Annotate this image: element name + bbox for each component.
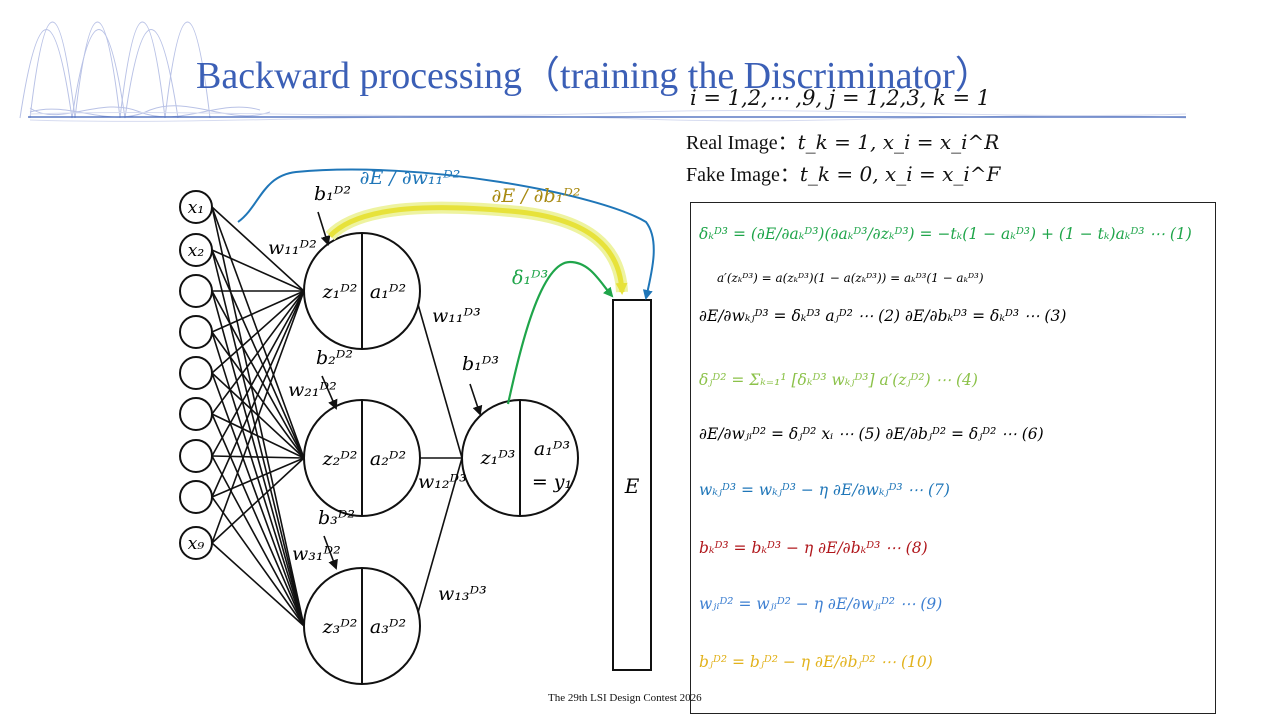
- bias-gradient-arrow: [328, 205, 628, 295]
- input-hidden-connection: [211, 290, 305, 333]
- input-hidden-connection: [211, 290, 305, 544]
- delta-label: δ₁ᴰ³: [512, 267, 548, 289]
- equation-4: δⱼᴰ² = Σₖ₌₁¹ [δₖᴰ³ wₖⱼᴰ³] a′(zⱼᴰ²) ⋯ (4): [699, 371, 978, 389]
- output-bias-arrow: [469, 383, 483, 416]
- output-z-label: z₁ᴰ³: [480, 447, 516, 469]
- input-hidden-connection: [211, 331, 305, 627]
- decorative-wave-pattern: [19, 21, 1187, 122]
- discriminator-network-diagram: E x₁ x₂ x₉ z₁ᴰ² a₁ᴰ² z₂ᴰ² a₂ᴰ² z₃ᴰ² a₃ᴰ² z₁ᴰ³ a…: [179, 167, 655, 685]
- index-line: i = 1,2,⋯ ,9, j = 1,2,3, k = 1: [690, 86, 991, 110]
- bias1-label: b₁ᴰ²: [314, 183, 351, 205]
- input-hidden-connection: [211, 542, 305, 627]
- real-image-condition: Real Image：t_k = 1, x_i = x_i^R: [686, 126, 999, 155]
- hidden-output-connection: [413, 457, 463, 627]
- weight-w12-d3-label: w₁₂ᴰ³: [418, 471, 467, 493]
- bias1-arrow: [317, 211, 331, 246]
- footer-text: The 29th LSI Design Contest 2026: [548, 692, 702, 704]
- delta-arrow: [506, 260, 614, 405]
- input-label: x₉: [188, 534, 205, 554]
- input-hidden-connection: [211, 496, 305, 627]
- weight-gradient-arrow: [237, 168, 655, 300]
- fake-image-math: t_k = 0, x_i = x_i^F: [799, 162, 1001, 186]
- bias-gradient-label: ∂E / ∂b₁ᴰ²: [492, 185, 581, 207]
- hidden-z-label: z₂ᴰ²: [322, 448, 358, 470]
- input-hidden-connection: [211, 455, 305, 627]
- error-label: E: [624, 474, 640, 498]
- input-hidden-connection: [211, 455, 305, 459]
- equation-8: bₖᴰ³ = bₖᴰ³ − η ∂E/∂bₖᴰ³ ⋯ (8): [699, 539, 928, 557]
- input-neuron: x₁: [179, 190, 213, 224]
- input-hidden-connection: [211, 249, 305, 459]
- hidden-neuron: z₃ᴰ² a₃ᴰ²: [303, 567, 421, 685]
- input-label: x₁: [188, 198, 204, 218]
- equation-5-6: ∂E/∂wⱼᵢᴰ² = δⱼᴰ² xᵢ ⋯ (5) ∂E/∂bⱼᴰ² = δⱼᴰ…: [699, 425, 1044, 443]
- weight-gradient-label: ∂E / ∂w₁₁ᴰ²: [360, 167, 461, 189]
- input-neuron: [179, 397, 213, 431]
- input-neuron: [179, 356, 213, 390]
- input-neuron: [179, 274, 213, 308]
- hidden-a-label: a₁ᴰ²: [370, 281, 406, 303]
- equation-1: δₖᴰ³ = (∂E/∂aₖᴰ³)(∂aₖᴰ³/∂zₖᴰ³) = −tₖ(1 −…: [699, 225, 1192, 243]
- input-neuron: [179, 480, 213, 514]
- hidden-a-label: a₃ᴰ²: [370, 616, 406, 638]
- input-hidden-connection: [211, 290, 305, 627]
- real-image-label: Real Image：: [686, 132, 798, 154]
- hidden-a-label: a₂ᴰ²: [370, 448, 406, 470]
- weight-w21-d2-label: w₂₁ᴰ²: [288, 379, 337, 401]
- weight-w13-d3-label: w₁₃ᴰ³: [438, 583, 487, 605]
- weight-w31-d2-label: w₃₁ᴰ²: [292, 543, 341, 565]
- equation-9: wⱼᵢᴰ² = wⱼᵢᴰ² − η ∂E/∂wⱼᵢᴰ² ⋯ (9): [699, 595, 943, 613]
- equation-panel: δₖᴰ³ = (∂E/∂aₖᴰ³)(∂aₖᴰ³/∂zₖᴰ³) = −tₖ(1 −…: [690, 202, 1216, 714]
- input-hidden-connection: [211, 206, 305, 292]
- input-hidden-connection: [211, 290, 305, 457]
- slide-title: Backward processing（training the Discrim…: [196, 55, 993, 97]
- fake-image-condition: Fake Image：t_k = 0, x_i = x_i^F: [686, 158, 1000, 187]
- hidden-neuron: z₁ᴰ² a₁ᴰ²: [303, 232, 421, 350]
- input-hidden-connection: [211, 413, 305, 627]
- equation-7: wₖⱼᴰ³ = wₖⱼᴰ³ − η ∂E/∂wₖⱼᴰ³ ⋯ (7): [699, 481, 950, 499]
- input-neuron: [179, 315, 213, 349]
- hidden-output-connection: [413, 290, 463, 459]
- input-hidden-connection: [211, 290, 305, 498]
- bias2-arrow: [321, 375, 338, 410]
- input-label: x₂: [188, 241, 205, 261]
- output-neuron: z₁ᴰ³ a₁ᴰ³ = y₁: [461, 399, 579, 517]
- input-hidden-connection: [211, 457, 305, 498]
- input-neuron: x₂: [179, 233, 213, 267]
- equation-activation-derivative: a′(zₖᴰ³) = a(zₖᴰ³)(1 − a(zₖᴰ³)) = aₖᴰ³(1…: [717, 271, 984, 285]
- input-neuron: x₉: [179, 526, 213, 560]
- bias3-label: b₃ᴰ²: [318, 507, 355, 529]
- output-a-label: a₁ᴰ³: [534, 438, 570, 460]
- fake-image-label: Fake Image：: [686, 164, 800, 186]
- bias3-arrow: [323, 535, 338, 570]
- real-image-math: t_k = 1, x_i = x_i^R: [797, 130, 1000, 154]
- weight-w11-d3-label: w₁₁ᴰ³: [432, 305, 481, 327]
- hidden-neuron: z₂ᴰ² a₂ᴰ²: [303, 399, 421, 517]
- error-block: [612, 299, 652, 671]
- input-hidden-connection: [211, 249, 305, 627]
- input-hidden-connection: [211, 413, 305, 459]
- output-bias-label: b₁ᴰ³: [462, 353, 499, 375]
- output-y-label: = y₁: [532, 471, 572, 493]
- input-hidden-connection: [211, 290, 305, 415]
- equation-10: bⱼᴰ² = bⱼᴰ² − η ∂E/∂bⱼᴰ² ⋯ (10): [699, 653, 933, 671]
- input-neuron: [179, 439, 213, 473]
- equation-2-3: ∂E/∂wₖⱼᴰ³ = δₖᴰ³ aⱼᴰ² ⋯ (2) ∂E/∂bₖᴰ³ = δ…: [699, 307, 1067, 325]
- hidden-z-label: z₃ᴰ²: [322, 616, 358, 638]
- input-hidden-connection: [211, 457, 305, 544]
- hidden-z-label: z₁ᴰ²: [322, 281, 358, 303]
- bias2-label: b₂ᴰ²: [316, 347, 353, 369]
- input-hidden-connection: [211, 290, 305, 374]
- index-ranges: i = 1,2,⋯ ,9, j = 1,2,3, k = 1: [690, 86, 990, 110]
- input-hidden-connection: [211, 249, 305, 292]
- weight-w11-d2-label: w₁₁ᴰ²: [268, 237, 317, 259]
